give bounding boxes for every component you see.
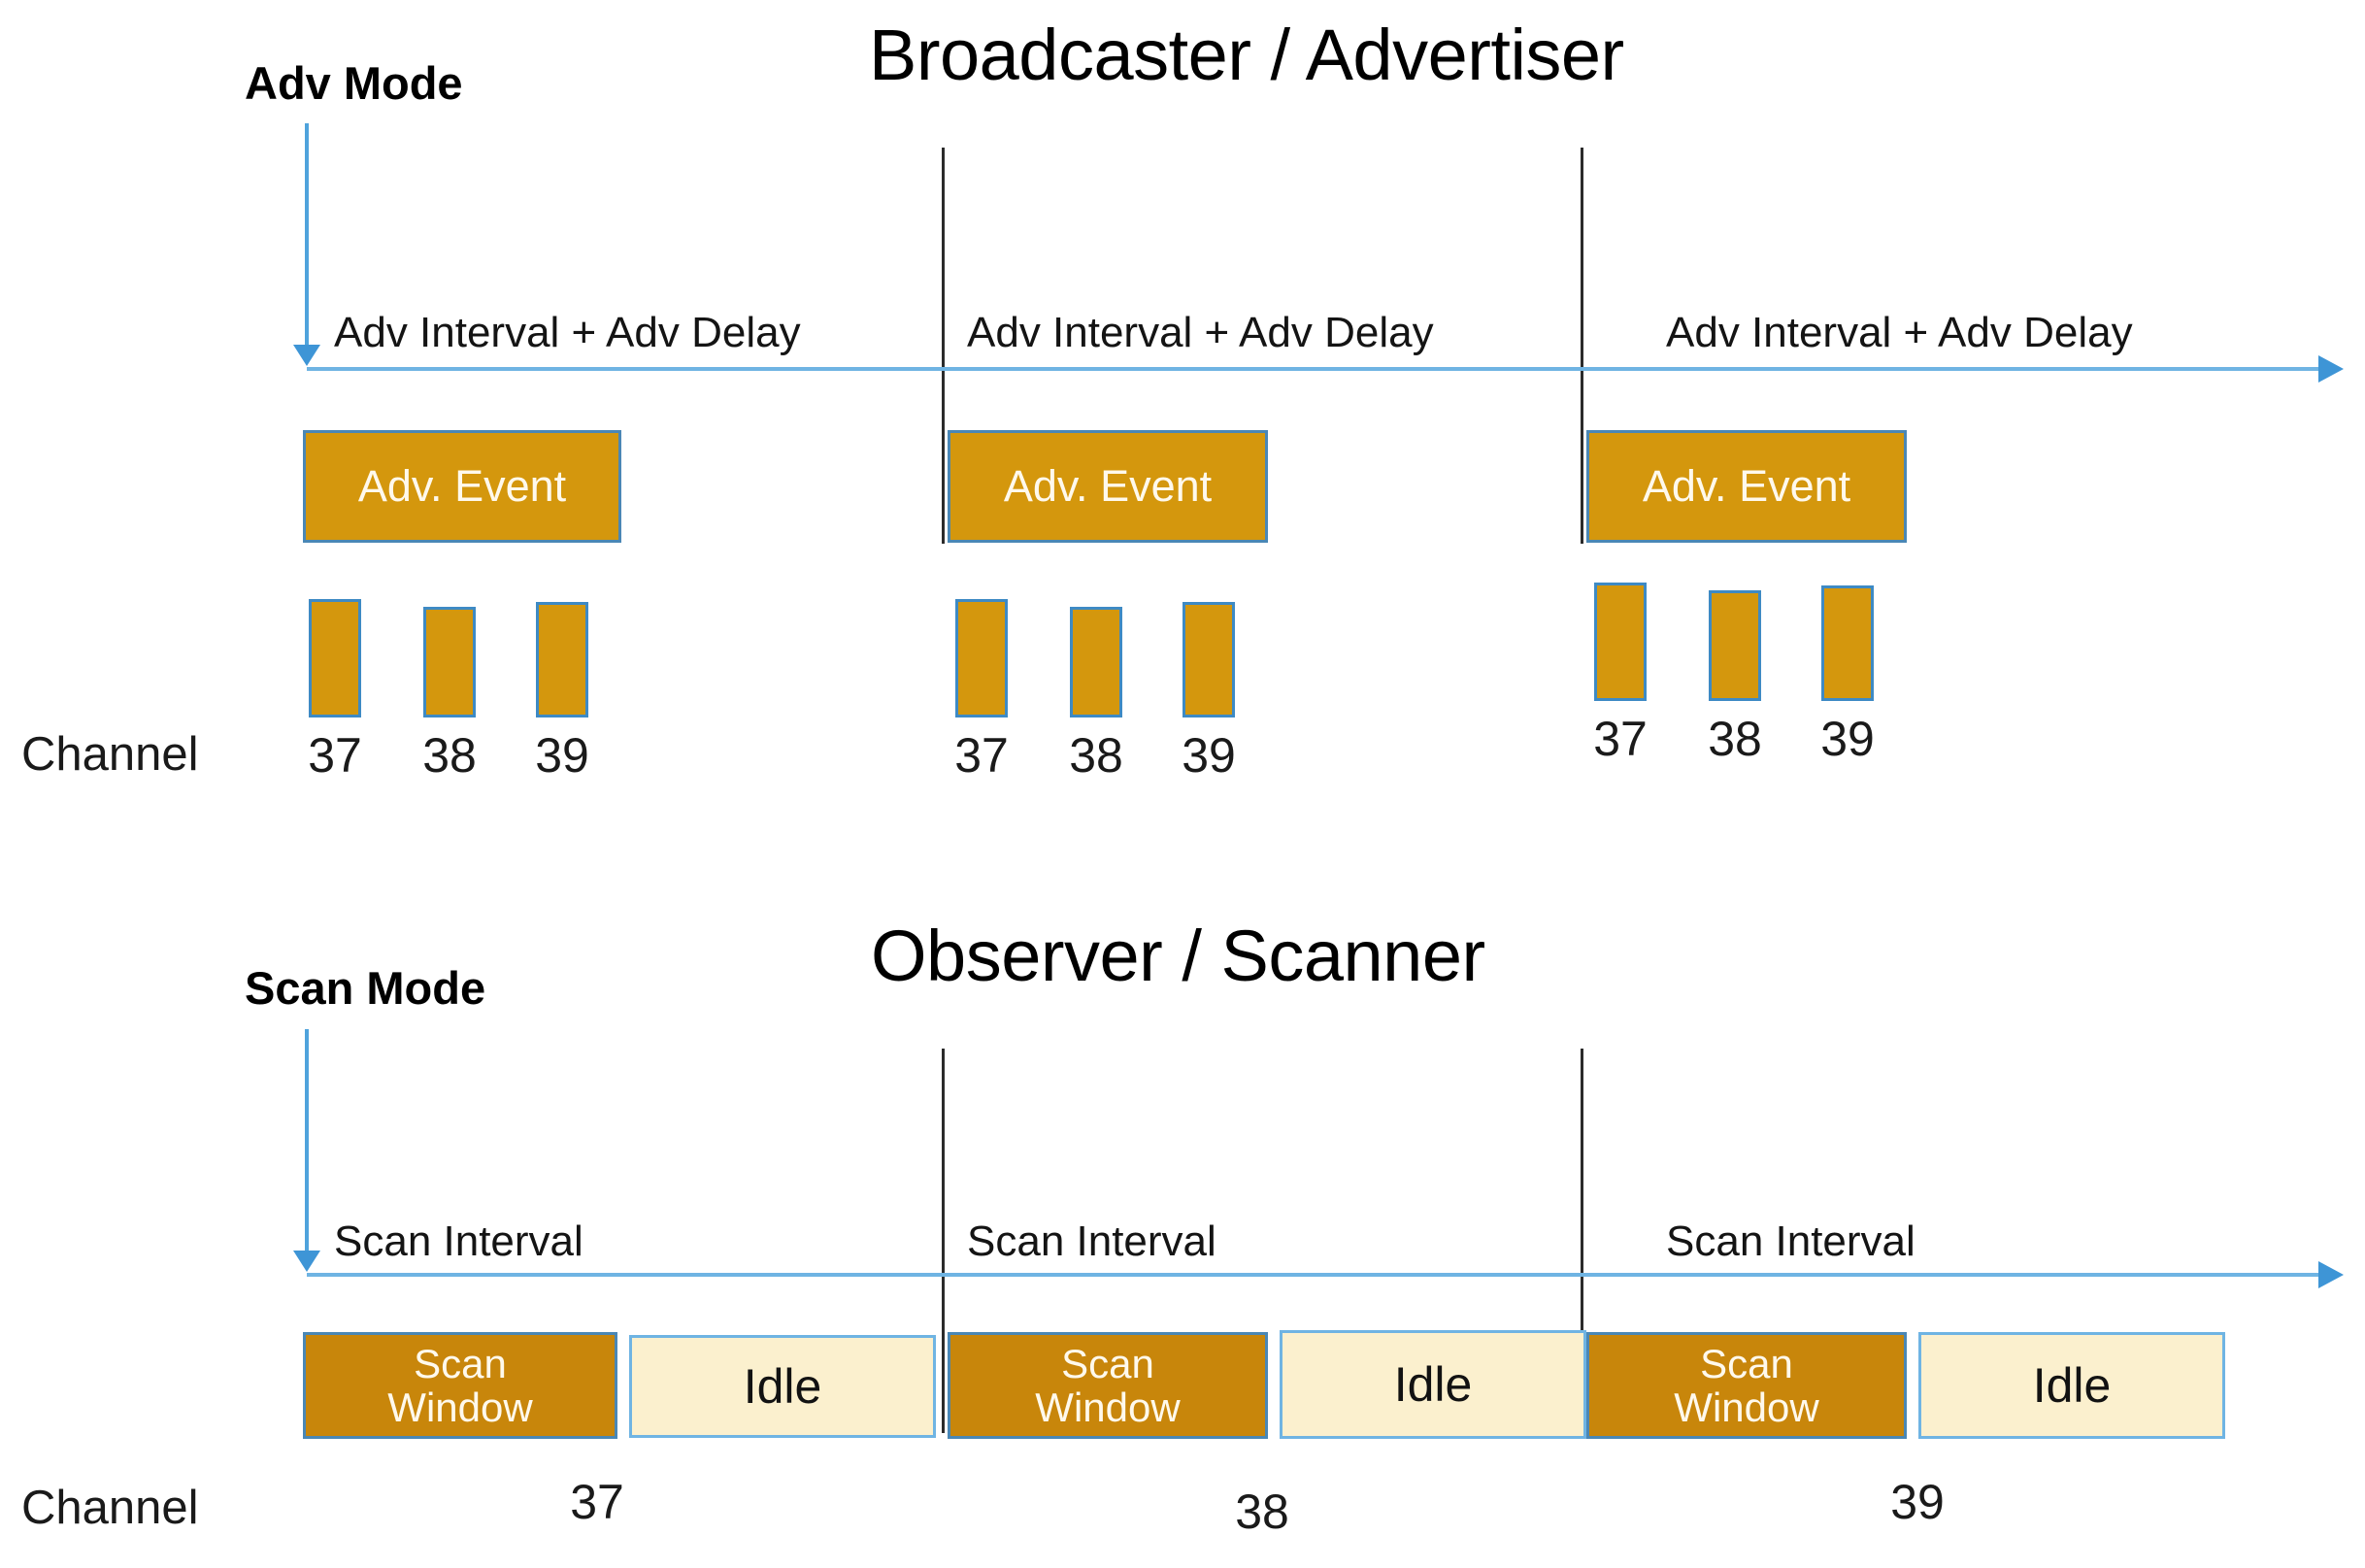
- adv-channel-bar-3-39[interactable]: [1821, 585, 1874, 701]
- adv-channel-bar-2-37[interactable]: [955, 599, 1008, 717]
- scan-channel-num-3: 39: [1890, 1475, 1945, 1529]
- adv-channel-bar-2-39[interactable]: [1182, 602, 1235, 717]
- adv-mode-arrow-icon: [293, 345, 320, 366]
- idle-label-2: Idle: [1393, 1357, 1473, 1412]
- adv-divider-2: [1581, 148, 1583, 544]
- adv-channel-bar-1-39[interactable]: [536, 602, 588, 717]
- scan-timeline-arrow-icon: [2318, 1261, 2344, 1288]
- scan-window-box-3[interactable]: Scan Window: [1586, 1332, 1907, 1439]
- idle-label-3: Idle: [2032, 1358, 2112, 1413]
- adv-interval-caption-2: Adv Interval + Adv Delay: [967, 309, 1434, 356]
- idle-box-2[interactable]: Idle: [1280, 1330, 1586, 1439]
- adv-channel-bar-3-37[interactable]: [1594, 583, 1647, 701]
- adv-event-label-3: Adv. Event: [1642, 461, 1851, 511]
- scan-window-label-1-line2: Window: [387, 1385, 533, 1430]
- adv-channel-num-2-39: 39: [1182, 728, 1236, 783]
- scan-channel-num-1: 37: [570, 1475, 624, 1529]
- adv-channel-bar-2-38[interactable]: [1070, 607, 1122, 717]
- idle-box-1[interactable]: Idle: [629, 1335, 936, 1438]
- scan-window-label-1-line1: Scan: [414, 1340, 507, 1386]
- scan-interval-caption-1: Scan Interval: [334, 1218, 583, 1265]
- idle-label-1: Idle: [743, 1359, 822, 1414]
- adv-channel-num-1-38: 38: [422, 728, 477, 783]
- scan-divider-1: [942, 1049, 945, 1433]
- adv-event-box-3[interactable]: Adv. Event: [1586, 430, 1907, 543]
- adv-channel-bar-1-38[interactable]: [423, 607, 476, 717]
- scan-mode-arrow-icon: [293, 1251, 320, 1272]
- advertiser-section-title: Broadcaster / Advertiser: [869, 15, 1624, 95]
- adv-event-label-2: Adv. Event: [1003, 461, 1213, 511]
- adv-channel-num-2-37: 37: [954, 728, 1009, 783]
- scan-window-label-3-line1: Scan: [1700, 1340, 1793, 1386]
- adv-interval-caption-1: Adv Interval + Adv Delay: [334, 309, 801, 356]
- adv-interval-caption-3: Adv Interval + Adv Delay: [1666, 309, 2133, 356]
- adv-channel-bar-1-37[interactable]: [309, 599, 361, 717]
- scan-window-label-3-line2: Window: [1674, 1385, 1819, 1430]
- scan-timeline: [307, 1273, 2322, 1277]
- adv-event-box-2[interactable]: Adv. Event: [948, 430, 1268, 543]
- scan-window-label-2-line2: Window: [1035, 1385, 1181, 1430]
- adv-event-label-1: Adv. Event: [357, 461, 567, 511]
- adv-mode-label: Adv Mode: [245, 57, 463, 109]
- adv-channel-num-2-38: 38: [1069, 728, 1123, 783]
- scan-mode-label: Scan Mode: [245, 962, 486, 1014]
- adv-timeline-arrow-icon: [2318, 355, 2344, 383]
- adv-event-box-1[interactable]: Adv. Event: [303, 430, 621, 543]
- adv-channel-num-3-39: 39: [1820, 712, 1875, 766]
- scan-mode-dropline: [305, 1029, 309, 1262]
- adv-channel-bar-3-38[interactable]: [1709, 590, 1761, 701]
- adv-channel-label: Channel: [21, 728, 199, 781]
- scanner-section-title: Observer / Scanner: [871, 916, 1485, 996]
- scan-interval-caption-2: Scan Interval: [967, 1218, 1216, 1265]
- adv-channel-num-3-37: 37: [1593, 712, 1648, 766]
- scan-interval-caption-3: Scan Interval: [1666, 1218, 1915, 1265]
- adv-mode-dropline: [305, 123, 309, 356]
- adv-channel-num-3-38: 38: [1708, 712, 1762, 766]
- adv-channel-num-1-39: 39: [535, 728, 589, 783]
- scan-window-box-1[interactable]: Scan Window: [303, 1332, 617, 1439]
- scan-channel-num-2: 38: [1235, 1485, 1289, 1539]
- adv-divider-1: [942, 148, 945, 544]
- idle-box-3[interactable]: Idle: [1918, 1332, 2225, 1439]
- scan-divider-2: [1581, 1049, 1583, 1433]
- scan-window-box-2[interactable]: Scan Window: [948, 1332, 1268, 1439]
- scan-window-label-2-line1: Scan: [1061, 1340, 1154, 1386]
- adv-timeline: [307, 367, 2322, 371]
- adv-channel-num-1-37: 37: [308, 728, 362, 783]
- scan-channel-label: Channel: [21, 1482, 199, 1534]
